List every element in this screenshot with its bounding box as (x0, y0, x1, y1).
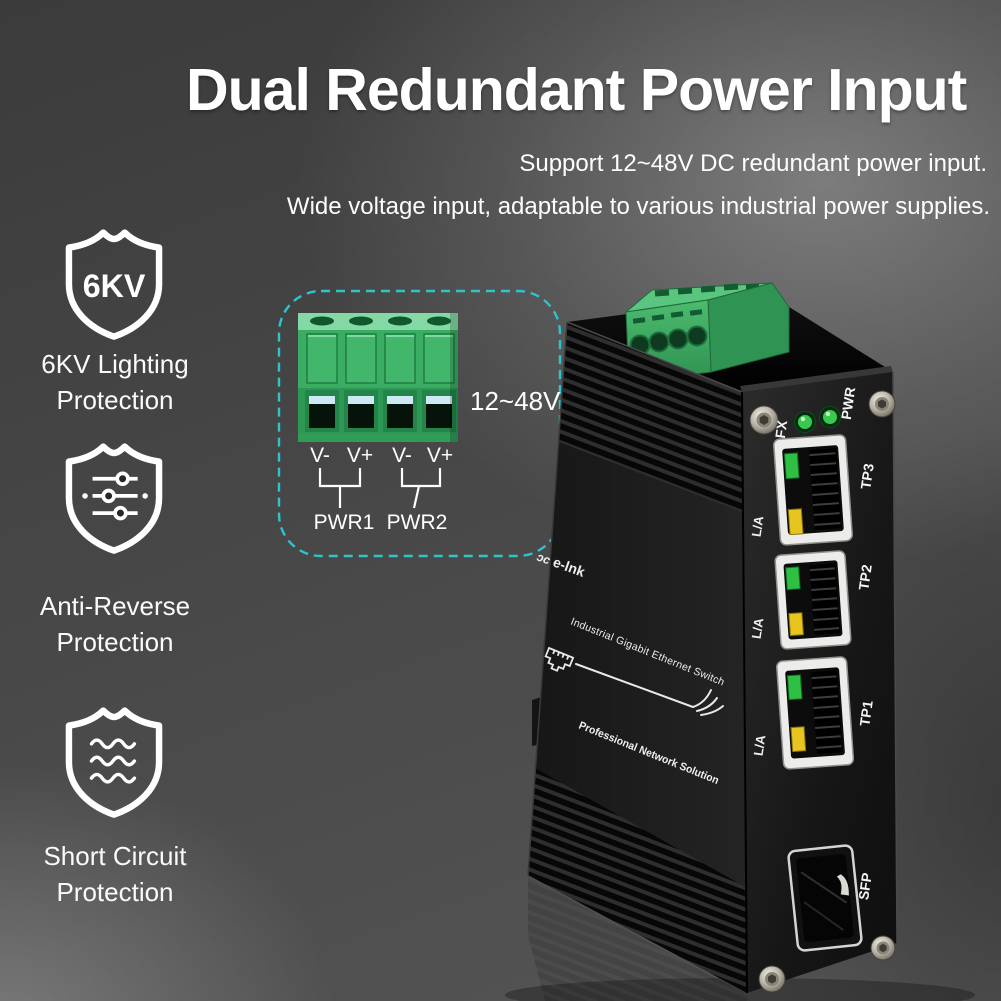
feature-label-short-circuit: Short Circuit Protection (0, 838, 230, 910)
feature-label-anti-reverse: Anti-Reverse Protection (0, 588, 230, 660)
shield-sliders-icon (58, 438, 170, 556)
shield-waves-icon (58, 702, 170, 820)
page-title: Dual Redundant Power Input (186, 57, 967, 123)
feature-label-line: 6KV Lighting (41, 349, 189, 379)
feature-label-line: Anti-Reverse (39, 591, 191, 621)
subtitle-line-1: Support 12~48V DC redundant power input. (519, 150, 987, 177)
wiring-bracket-lines (318, 468, 442, 509)
pin-label-vplus-1: V+ (346, 444, 374, 467)
feature-label-line: Protection (56, 877, 174, 907)
feature-label-line: Protection (56, 627, 174, 657)
pin-label-vplus-2: V+ (426, 444, 454, 467)
pin-label-vminus-2: V- (392, 444, 412, 467)
feature-label-lightning: 6KV Lighting Protection (0, 346, 230, 418)
terminal-block-illustration (298, 313, 458, 442)
pin-label-vminus-1: V- (310, 444, 330, 467)
group-label-pwr2: PWR2 (386, 511, 448, 534)
feature-label-line: Short Circuit (43, 841, 187, 871)
shield-6kv-icon: 6KV (58, 224, 170, 342)
feature-label-line: Protection (56, 385, 174, 415)
shield-badge-text: 6KV (83, 268, 146, 304)
subtitle-line-2: Wide voltage input, adaptable to various… (286, 193, 990, 220)
voltage-range-label: 12~48V DC (470, 386, 606, 416)
group-label-pwr1: PWR1 (313, 511, 375, 534)
